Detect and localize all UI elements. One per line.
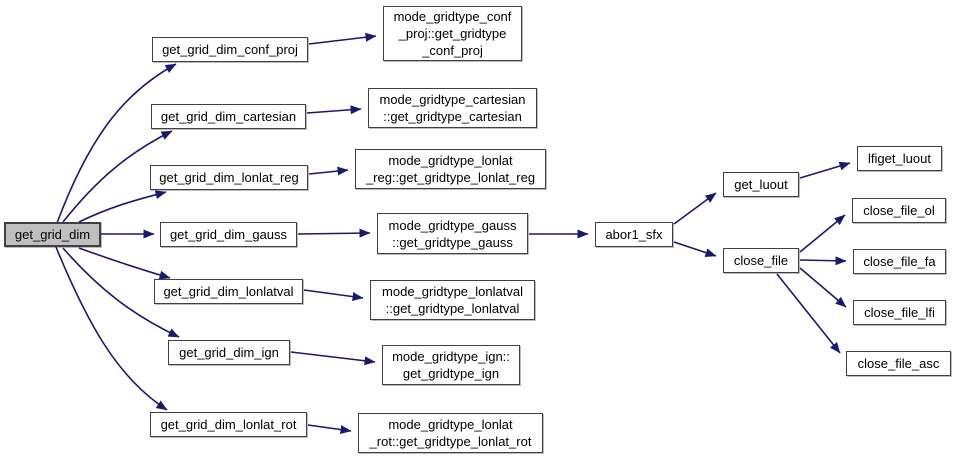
node-get-grid-dim-gauss[interactable]: get_grid_dim_gauss [160, 222, 297, 247]
node-get-grid-dim-ign[interactable]: get_grid_dim_ign [168, 340, 290, 365]
node-label-line: mode_gridtype_cartesian [379, 92, 526, 107]
edge-get_grid_dim_lonlat_reg-to-mode_gridtype_lonlat_reg [308, 166, 349, 176]
node-abor1-sfx[interactable]: abor1_sfx [595, 222, 673, 247]
node-label: close_file_ol [863, 203, 935, 218]
node-label: close_file_lfi [864, 305, 935, 320]
node-label: get_grid_dim_lonlat_reg [159, 170, 299, 185]
node-label-line: ::get_gridtype_gauss [392, 234, 513, 250]
edge-abor1_sfx-to-get_luout [673, 192, 717, 225]
node-get-grid-dim-lonlatval[interactable]: get_grid_dim_lonlatval [154, 279, 303, 304]
node-mode-gridtype-lonlat-rot[interactable]: mode_gridtype_lonlat _rot::get_gridtype_… [358, 413, 543, 453]
edge-close_file-to-close_file_fa [799, 256, 847, 266]
node-mode-gridtype-gauss[interactable]: mode_gridtype_gauss ::get_gridtype_gauss [377, 213, 528, 254]
edge-get_grid_dim-to-get_grid_dim_conf_proj [56, 63, 177, 224]
node-close-file-ol[interactable]: close_file_ol [852, 198, 946, 223]
node-label-line: _proj::get_gridtype [398, 26, 507, 41]
edge-get_grid_dim_lonlatval-to-mode_gridtype_lonlatval [303, 289, 364, 302]
node-label-line: mode_gridtype_lonlat [388, 417, 513, 432]
node-label-line: mode_gridtype_lonlat [388, 153, 513, 168]
node-label-line: _rot::get_gridtype_lonlat_rot [369, 434, 532, 449]
node-mode-gridtype-lonlatval[interactable]: mode_gridtype_lonlatval ::get_gridtype_l… [370, 280, 535, 320]
node-label: get_grid_dim_ign [179, 345, 279, 360]
node-label: close_file_fa [863, 254, 936, 269]
edge-get_grid_dim_gauss-to-mode_gridtype_gauss [297, 228, 371, 238]
node-label-line: mode_gridtype_lonlatval [382, 284, 523, 299]
edge-get_grid_dim_cartesian-to-mode_gridtype_cartesian [306, 105, 362, 115]
node-label: get_luout [734, 177, 788, 192]
edge-close_file-to-close_file_asc [776, 273, 841, 354]
node-label: abor1_sfx [605, 227, 663, 242]
node-label: close_file_asc [857, 356, 940, 371]
node-label-line: get_gridtype_ign [402, 366, 500, 381]
edge-get_grid_dim_ign-to-mode_gridtype_ign [290, 351, 376, 366]
edge-get_luout-to-lfiget_luout [799, 161, 851, 179]
node-label-line: _reg::get_gridtype_lonlat_reg [365, 170, 536, 185]
node-label: get_grid_dim_lonlat_rot [160, 417, 297, 432]
node-lfiget-luout[interactable]: lfiget_luout [857, 146, 942, 171]
node-label-line: mode_gridtype_gauss [388, 217, 517, 233]
node-mode-gridtype-ign[interactable]: mode_gridtype_ign:: get_gridtype_ign [382, 345, 520, 385]
edge-get_grid_dim_conf_proj-to-mode_gridtype_conf_proj [308, 32, 377, 45]
edge-abor1_sfx-to-close_file [673, 241, 717, 257]
node-label: get_grid_dim_cartesian [160, 109, 297, 124]
node-get-grid-dim[interactable]: get_grid_dim [4, 222, 101, 247]
node-label: get_grid_dim_conf_proj [162, 42, 298, 57]
node-label-line: ::get_gridtype_lonlatval [385, 301, 520, 316]
node-label: close_file [733, 253, 789, 268]
node-label-line: mode_gridtype_conf [393, 9, 512, 24]
edge-get_grid_dim-to-get_grid_dim_cartesian [62, 130, 173, 223]
node-label-line: ::get_gridtype_cartesian [383, 109, 522, 124]
node-get-grid-dim-lonlat-reg[interactable]: get_grid_dim_lonlat_reg [150, 165, 308, 190]
edge-close_file-to-close_file_ol [799, 214, 846, 253]
edge-get_grid_dim-to-get_grid_dim_lonlat_rot [55, 246, 168, 411]
node-get-grid-dim-cartesian[interactable]: get_grid_dim_cartesian [151, 104, 306, 129]
edge-close_file-to-close_file_lfi [799, 267, 847, 308]
node-close-file[interactable]: close_file [723, 248, 799, 273]
node-label: lfiget_luout [868, 151, 931, 166]
node-label-line: mode_gridtype_ign:: [392, 349, 510, 364]
node-get-luout[interactable]: get_luout [723, 172, 799, 197]
edge-get_grid_dim-to-get_grid_dim_ign [62, 247, 180, 338]
node-close-file-lfi[interactable]: close_file_lfi [853, 300, 946, 325]
edge-get_grid_dim-to-get_grid_dim_lonlatval [78, 247, 171, 280]
edge-get_grid_dim_lonlat_rot-to-mode_gridtype_lonlat_rot [307, 424, 352, 435]
node-mode-gridtype-cartesian[interactable]: mode_gridtype_cartesian ::get_gridtype_c… [368, 88, 537, 128]
node-get-grid-dim-conf-proj[interactable]: get_grid_dim_conf_proj [152, 37, 308, 62]
node-close-file-asc[interactable]: close_file_asc [846, 351, 951, 376]
node-get-grid-dim-lonlat-rot[interactable]: get_grid_dim_lonlat_rot [150, 412, 307, 437]
node-label: get_grid_dim_gauss [169, 227, 288, 242]
node-label: get_grid_dim_lonlatval [163, 284, 294, 299]
node-mode-gridtype-conf-proj[interactable]: mode_gridtype_conf _proj::get_gridtype _… [383, 6, 522, 61]
node-mode-gridtype-lonlat-reg[interactable]: mode_gridtype_lonlat _reg::get_gridtype_… [355, 149, 546, 189]
node-label-line: _conf_proj [422, 43, 483, 58]
node-close-file-fa[interactable]: close_file_fa [853, 249, 946, 274]
edge-get_grid_dim-to-get_grid_dim_lonlat_reg [78, 190, 167, 223]
node-label: get_grid_dim [14, 227, 91, 242]
